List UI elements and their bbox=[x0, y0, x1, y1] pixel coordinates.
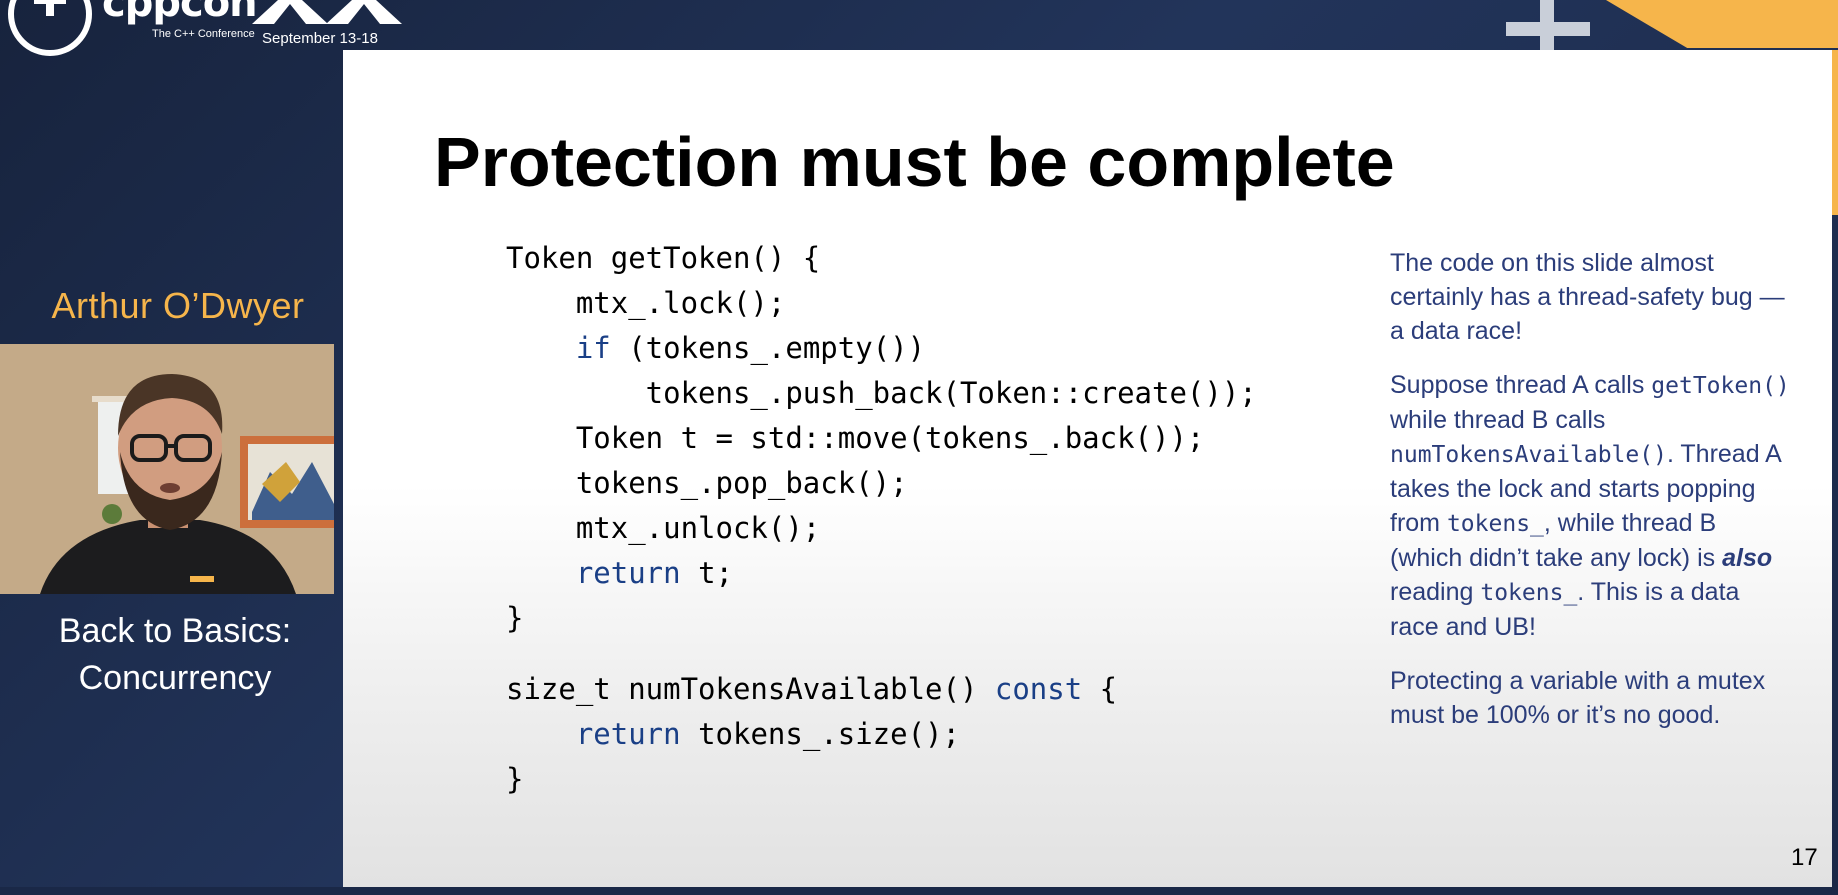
code-line: return t; bbox=[506, 551, 1257, 596]
code-text: size_t numTokensAvailable() bbox=[506, 672, 995, 706]
roman-numeral-icon bbox=[252, 0, 402, 24]
code-line: } bbox=[506, 601, 524, 635]
code-text: tokens_.size(); bbox=[680, 717, 960, 751]
note-code: numTokensAvailable() bbox=[1390, 442, 1667, 468]
code-text: t; bbox=[680, 556, 733, 590]
slide-edge-accent bbox=[1832, 50, 1838, 215]
code-line: tokens_.pop_back(); bbox=[506, 466, 908, 500]
speaker-video-frame bbox=[0, 344, 334, 594]
talk-title: Back to Basics: Concurrency bbox=[0, 608, 350, 702]
code-line: Token getToken() { bbox=[506, 241, 821, 275]
code-text: (tokens_.empty()) bbox=[610, 331, 926, 365]
slide-title: Protection must be complete bbox=[434, 123, 1395, 201]
code-line: if (tokens_.empty()) bbox=[506, 326, 1257, 371]
bottom-band bbox=[0, 887, 1838, 895]
code-line: mtx_.lock(); bbox=[506, 286, 786, 320]
note-text: . This is a data race and UB! bbox=[1390, 578, 1740, 641]
note-code: tokens_ bbox=[1480, 580, 1578, 606]
note-text: , while thread B (which didn’t take any … bbox=[1390, 509, 1723, 572]
note-emphasis: also bbox=[1722, 544, 1773, 572]
note-text: reading bbox=[1390, 578, 1481, 606]
talk-title-line: Back to Basics: bbox=[58, 612, 292, 650]
note-text: . Thread A takes the lock and starts pop… bbox=[1390, 440, 1781, 537]
slide-notes: The code on this slide almost certainly … bbox=[1390, 246, 1790, 752]
code-line: } bbox=[506, 762, 524, 796]
note-code: getToken() bbox=[1651, 373, 1790, 399]
speaker-webcam bbox=[0, 344, 334, 594]
note-code: tokens_ bbox=[1446, 511, 1544, 537]
note-paragraph: Protecting a variable with a mutex must … bbox=[1390, 667, 1766, 729]
code-line: tokens_.push_back(Token::create()); bbox=[506, 376, 1257, 410]
corner-accent bbox=[1606, 0, 1838, 48]
talk-title-line: Concurrency bbox=[78, 659, 272, 697]
code-keyword: if bbox=[575, 331, 611, 365]
code-keyword: return bbox=[575, 556, 681, 590]
code-block: Token getToken() { mtx_.lock(); if (toke… bbox=[506, 236, 1257, 802]
conference-banner: cppcon The C++ Conference September 13-1… bbox=[0, 0, 1838, 56]
cppcon-logo-icon bbox=[8, 0, 92, 56]
code-gap bbox=[506, 641, 1257, 667]
code-keyword: return bbox=[575, 717, 681, 751]
conference-dates: September 13-18 bbox=[262, 30, 378, 47]
presentation-slide: Protection must be complete Token getTok… bbox=[343, 50, 1832, 887]
code-line: Token t = std::move(tokens_.back()); bbox=[506, 421, 1205, 455]
slide-number: 17 bbox=[1791, 844, 1818, 871]
code-text: { bbox=[1082, 672, 1118, 706]
code-line: mtx_.unlock(); bbox=[506, 511, 821, 545]
plus-decoration-icon bbox=[1506, 0, 1590, 50]
code-keyword: const bbox=[994, 672, 1083, 706]
speaker-name: Arthur O’Dwyer bbox=[51, 285, 305, 326]
logo-subtitle: The C++ Conference bbox=[152, 28, 255, 40]
note-text: Suppose thread A calls bbox=[1390, 371, 1652, 399]
note-text: while thread B calls bbox=[1390, 406, 1606, 434]
logo-wordmark: cppcon bbox=[102, 0, 258, 26]
code-line: size_t numTokensAvailable() const { bbox=[506, 667, 1257, 712]
code-line: return tokens_.size(); bbox=[506, 712, 1257, 757]
note-paragraph: The code on this slide almost certainly … bbox=[1390, 249, 1785, 345]
note-paragraph: Suppose thread A calls getToken() while … bbox=[1390, 368, 1790, 644]
